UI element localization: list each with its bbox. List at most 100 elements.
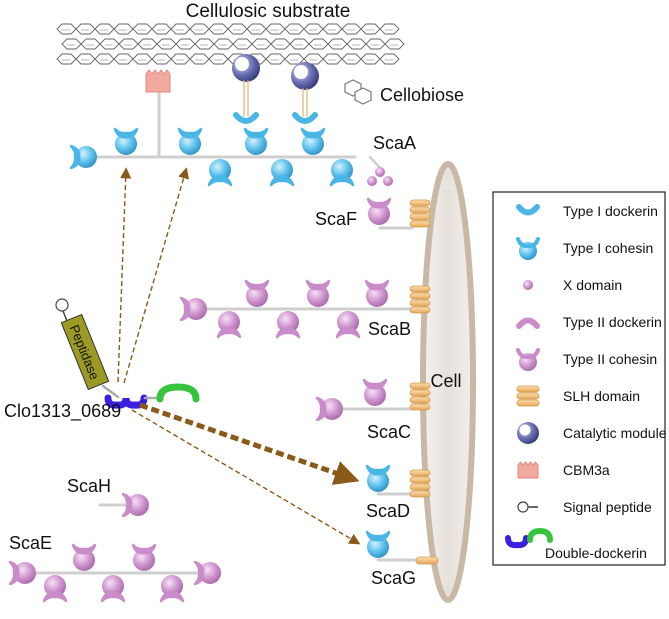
cohesin-horns (8, 560, 20, 586)
scaA-cohesin-2 (113, 127, 139, 155)
slh-repeat (409, 490, 431, 498)
legend-label: SLH domain (563, 388, 640, 404)
glucose-ring-icon (379, 23, 400, 35)
legend-label: Type II dockerin (563, 314, 662, 330)
scaA-cohesin-7 (300, 127, 326, 155)
slh-domain-icon (516, 385, 540, 407)
glucose-ring-icon (251, 38, 272, 50)
cohesin-horns (244, 279, 270, 291)
cohesin-body (161, 575, 183, 597)
cohesin-body (368, 203, 390, 225)
cohesin-horns (329, 175, 355, 187)
scaA-x-domain-icon (383, 176, 393, 186)
glucose-ring-icon (384, 38, 405, 50)
scaG-slh (415, 556, 439, 565)
scaA-x-domain-icon (375, 167, 385, 177)
enzyme-label: Clo1313_0689 (4, 401, 121, 422)
cohesin-horns (177, 127, 203, 139)
cohesin-body (44, 575, 66, 597)
legend-item: Signal peptide (517, 499, 652, 515)
glucose-ring-icon (346, 38, 367, 50)
type-i-cohesin-icon (516, 237, 540, 260)
cohesin-body (185, 298, 207, 320)
glucose-ring-icon (232, 38, 253, 50)
arrow-to-scaA-cohesin-3 (123, 167, 190, 384)
scaA-x-domain-icon (367, 176, 377, 186)
legend-label: Catalytic module (563, 425, 667, 441)
cohesin-body (102, 575, 124, 597)
cohesin-body (271, 159, 293, 181)
cohesin-horns (269, 175, 295, 187)
glucose-ring-icon (308, 38, 329, 50)
catalytic-cleft (519, 424, 531, 436)
peptidase-box (60, 313, 110, 391)
slh-repeat (409, 389, 431, 397)
scaffoldin-label-scaF: ScaF (315, 209, 357, 229)
cohesin-body (367, 536, 389, 558)
cohesin-horns (516, 348, 540, 360)
dockerin-arc (292, 112, 318, 124)
scaE-cohesin-7 (193, 560, 221, 586)
cohesin-body (179, 133, 201, 155)
glucose-ring-icon (341, 23, 362, 35)
glucose-ring-icon (208, 53, 229, 65)
glucose-ring-icon (341, 53, 362, 65)
catalytic-module-icon (517, 422, 539, 444)
scaB-cohesin-5 (305, 279, 331, 307)
glucose-ring-icon (284, 53, 305, 65)
cohesin-horns (159, 591, 185, 603)
scaH-cohesin (121, 492, 149, 518)
cohesin-body (321, 398, 343, 420)
cohesin-horns (42, 591, 68, 603)
signal-circle (517, 501, 529, 513)
cohesin-body (14, 562, 36, 584)
cellulose-lattice (56, 23, 405, 65)
scaA-catalytic-module-1 (232, 54, 260, 82)
arrow-to-scaG (131, 409, 361, 545)
legend-label: X domain (563, 277, 622, 293)
glucose-ring-icon (170, 23, 191, 35)
slh-repeat (409, 483, 431, 491)
scaA-cohesin-6 (269, 159, 295, 187)
cohesin-horns (179, 296, 191, 322)
scaE-cohesin-4 (100, 575, 126, 603)
glucose-ring-icon (151, 23, 172, 35)
scaA-enzyme-dockerin-2 (292, 112, 318, 124)
scaB-cohesin-6 (335, 311, 361, 339)
scaB-cohesin-7 (364, 279, 390, 307)
signal-peptide-icon (55, 298, 69, 312)
dd-green (527, 527, 553, 543)
slh-repeat (409, 476, 431, 484)
scaA-cohesin-5 (243, 127, 269, 155)
cohesin-body (199, 562, 221, 584)
scaA-enzyme-dockerin-1 (233, 112, 259, 124)
scaffoldin-label-scaC: ScaC (367, 422, 411, 442)
glucose-ring-icon (113, 23, 134, 35)
slh-repeat (409, 206, 431, 214)
glucose-ring-icon (265, 53, 286, 65)
substrate-title: Cellulosic substrate (186, 1, 351, 22)
glucose-ring-icon (379, 53, 400, 65)
slh-repeat (409, 213, 431, 221)
cohesin-horns (193, 560, 205, 586)
cohesin-horns (275, 327, 301, 339)
legend-label: Signal peptide (563, 499, 652, 515)
glucose-ring-icon (270, 38, 291, 50)
scaD-cohesin (365, 464, 391, 492)
scaF-cohesin (366, 197, 392, 225)
cohesin-body (277, 311, 299, 333)
legend-label: Type I cohesin (563, 240, 653, 256)
cohesin-body (75, 146, 97, 168)
glucose-ring-icon (289, 38, 310, 50)
slh-repeat (516, 399, 540, 407)
legend-label: CBM3a (563, 462, 610, 478)
glucose-ring-icon (327, 38, 348, 50)
scaB-cohesin-2 (216, 311, 242, 339)
glucose-ring-icon (246, 23, 267, 35)
scaB-slh (409, 285, 431, 314)
cohesin-horns (366, 197, 392, 209)
arrow-to-scaA-cohesin-2 (117, 167, 132, 383)
scaC-slh (409, 382, 431, 411)
scaE-cohesin-5 (131, 543, 157, 571)
